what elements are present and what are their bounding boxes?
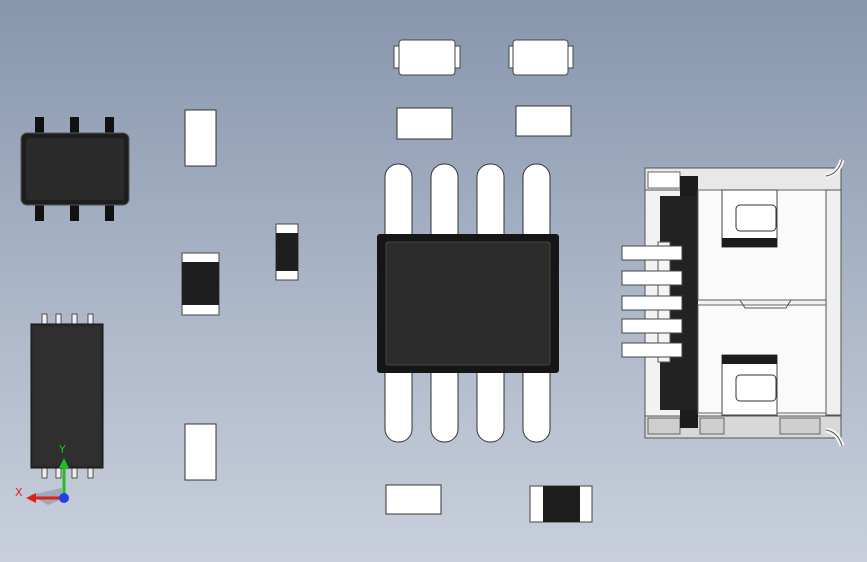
coordinate-triad bbox=[26, 458, 69, 505]
smd-pad[interactable] bbox=[184, 109, 217, 167]
sot-23-6-package[interactable] bbox=[20, 117, 130, 221]
diode-package[interactable] bbox=[393, 39, 461, 76]
usb-mini-b-connector[interactable] bbox=[621, 159, 845, 447]
diode-package[interactable] bbox=[508, 39, 574, 76]
x-axis-label: X bbox=[15, 486, 23, 499]
capacitor-1206[interactable] bbox=[529, 485, 593, 523]
smd-pad[interactable] bbox=[396, 107, 453, 140]
resistor-0805[interactable] bbox=[181, 252, 220, 316]
sop-8-package[interactable] bbox=[30, 313, 104, 479]
smd-pad[interactable] bbox=[515, 105, 572, 137]
so-8-ic[interactable] bbox=[377, 163, 559, 443]
z-axis-marker bbox=[59, 493, 69, 503]
smd-pad[interactable] bbox=[385, 484, 442, 515]
smd-pad[interactable] bbox=[184, 423, 217, 481]
y-axis-label: Y bbox=[59, 443, 66, 456]
resistor-0603[interactable] bbox=[275, 223, 299, 281]
